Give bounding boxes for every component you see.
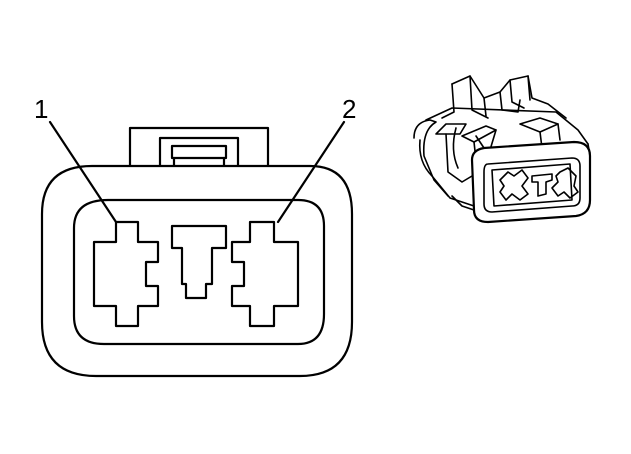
callout-2: 2 [342, 94, 356, 124]
leader-line-2 [276, 120, 346, 224]
connector-face-inner [72, 198, 326, 346]
connector-perspective-view [413, 75, 592, 224]
callout-1: 1 [34, 94, 48, 124]
terminal-cavity-2 [230, 220, 300, 328]
center-key-slot [170, 224, 228, 300]
terminal-cavity-1 [92, 220, 160, 328]
leader-line-1 [48, 120, 118, 224]
connector-face-view [40, 126, 354, 378]
